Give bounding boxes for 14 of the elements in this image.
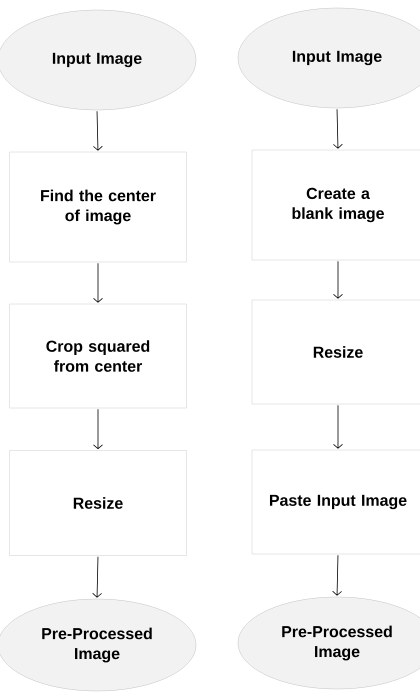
process-box: Create a blank image (252, 150, 420, 260)
arrow (93, 262, 103, 303)
arrow (333, 260, 343, 299)
process-box: Resize (9, 450, 187, 556)
arrow (92, 110, 103, 151)
arrow (333, 404, 343, 449)
arrow (332, 108, 343, 149)
arrow (332, 554, 342, 596)
process-box: Find the center of image (9, 152, 187, 262)
process-box: Paste Input Image (252, 450, 420, 554)
process-box: Resize (252, 300, 420, 404)
arrow (92, 556, 102, 598)
arrow (93, 408, 103, 450)
process-box: Crop squared from center (9, 304, 187, 408)
